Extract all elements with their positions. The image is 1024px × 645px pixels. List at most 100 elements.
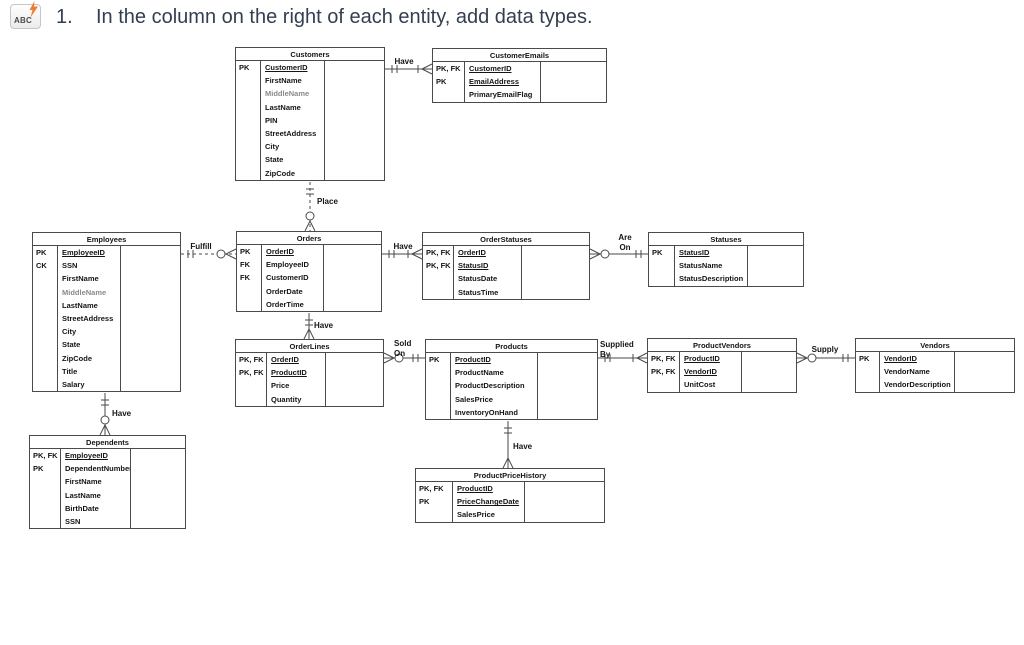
attribute-name: FirstName: [62, 274, 99, 284]
data-type-cell-empty: [324, 166, 384, 180]
relationship-label: Have: [393, 242, 413, 251]
key-designation: [33, 377, 58, 392]
attribute-name: SSN: [62, 261, 78, 271]
attribute-name: PrimaryEmailFlag: [469, 90, 533, 100]
data-type-cell-empty: [323, 297, 381, 311]
attribute-name: Title: [62, 366, 78, 376]
spellcheck-abc-label: ABC: [14, 16, 32, 25]
entity-attribute-row: OrderTime: [237, 297, 381, 311]
relationship-label: Have: [513, 442, 533, 451]
attribute-name: FirstName: [65, 477, 102, 487]
attribute-name: ProductDescription: [455, 381, 525, 391]
data-type-cell-empty: [524, 495, 604, 509]
entity-attribute-row: StreetAddress: [33, 311, 180, 326]
key-designation: [433, 88, 465, 102]
entity-attribute-row: StatusDescription: [649, 272, 803, 286]
attribute-name: SalesPrice: [457, 510, 495, 520]
data-type-cell-empty: [537, 405, 597, 419]
attribute-name: UnitCost: [684, 380, 716, 390]
key-designation: [33, 364, 58, 378]
attribute-name: PIN: [265, 115, 278, 125]
key-designation: PK: [426, 353, 451, 367]
key-designation: PK: [237, 245, 262, 259]
key-designation: [30, 501, 61, 515]
entity-attribute-row: InventoryOnHand: [426, 405, 597, 419]
relationship-label: Place: [317, 197, 338, 206]
relationship-employees-have-dependents: Have: [99, 393, 132, 436]
key-designation: PK, FK: [30, 449, 61, 463]
key-designation: [33, 272, 58, 286]
key-designation: [237, 284, 262, 298]
data-type-cell-empty: [324, 126, 384, 141]
data-type-cell-empty: [120, 351, 180, 365]
data-type-cell-empty: [120, 311, 180, 326]
attribute-name: OrderID: [458, 248, 486, 258]
attribute-name: StatusDate: [458, 274, 498, 284]
entity-attribute-row: PIN: [236, 113, 384, 127]
entity-title: CustomerEmails: [433, 49, 606, 62]
entity-attribute-row: StatusName: [649, 259, 803, 273]
key-designation: [33, 285, 58, 299]
entity-attribute-row: PK EmployeeID: [33, 246, 180, 260]
attribute-name: LastName: [62, 300, 98, 310]
entity-attribute-row: SalesPrice: [426, 392, 597, 406]
key-designation: [236, 87, 261, 101]
data-type-cell-empty: [741, 352, 796, 366]
key-designation: [426, 366, 451, 380]
data-type-cell-empty: [747, 259, 803, 273]
entity-title: OrderStatuses: [423, 233, 589, 246]
entity-attribute-row: SalesPrice: [416, 508, 604, 522]
data-type-cell-empty: [324, 153, 384, 167]
data-type-cell-empty: [954, 365, 1014, 379]
data-type-cell-empty: [324, 74, 384, 88]
data-type-cell-empty: [540, 75, 606, 89]
entity-attribute-row: UnitCost: [648, 378, 796, 392]
attribute-name: EmployeeID: [62, 248, 105, 258]
data-type-cell-empty: [130, 449, 185, 463]
key-designation: PK: [856, 352, 880, 366]
attribute-name: StatusTime: [458, 287, 499, 297]
key-designation: PK, FK: [236, 353, 267, 367]
attribute-name: Quantity: [271, 394, 302, 404]
relationship-orders-have-orderlines: Have: [303, 313, 334, 340]
lightning-bolt-icon: [29, 1, 38, 18]
attribute-name: BirthDate: [65, 503, 99, 513]
data-type-cell-empty: [120, 364, 180, 378]
data-type-cell-empty: [524, 508, 604, 522]
data-type-cell-empty: [120, 272, 180, 286]
key-designation: PK: [33, 246, 58, 260]
attribute-name: StatusID: [679, 248, 710, 258]
data-type-cell-empty: [130, 462, 185, 476]
attribute-name: State: [265, 155, 284, 165]
key-designation: [33, 351, 58, 365]
entity-attribute-row: StreetAddress: [236, 126, 384, 141]
data-type-cell-empty: [120, 259, 180, 273]
data-type-cell-empty: [741, 378, 796, 392]
key-designation: [649, 272, 675, 286]
data-type-cell-empty: [120, 325, 180, 339]
entity-attribute-row: VendorDescription: [856, 378, 1014, 392]
key-designation: [33, 338, 58, 352]
attribute-name: State: [62, 340, 81, 350]
entity-attribute-row: FirstName: [236, 74, 384, 88]
entity-attribute-row: PrimaryEmailFlag: [433, 88, 606, 102]
key-designation: [30, 488, 61, 502]
data-type-cell-empty: [324, 113, 384, 127]
key-designation: FK: [237, 258, 262, 272]
attribute-name: Price: [271, 381, 290, 391]
attribute-name: ProductID: [457, 484, 493, 494]
